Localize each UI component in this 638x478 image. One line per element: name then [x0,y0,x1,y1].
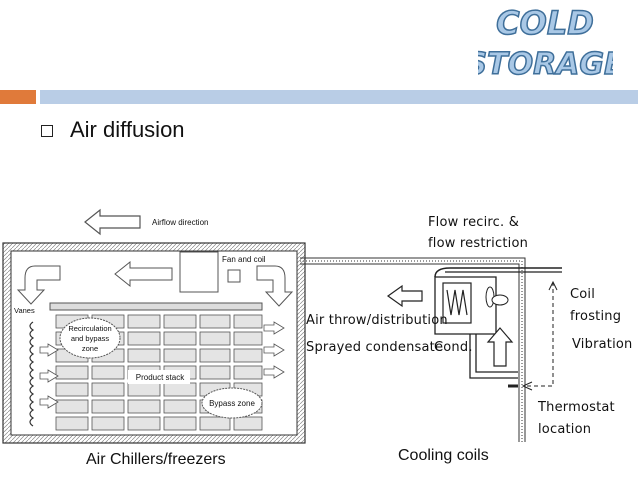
plenum-arrow-icon [114,260,173,288]
recirc-label-1: Recirculation [68,324,111,333]
left-curve-arrow-icon [16,265,61,305]
flow-recirc-label-1: Flow recirc. & [428,215,520,230]
cooling-coil-svg [300,257,562,442]
return-air-arrow-icon [486,327,514,367]
right-curve-arrow-icon [256,265,294,307]
bullet-checkbox-icon [41,125,53,137]
air-chiller-svg: Airflow direction Fan and coil Recircula… [2,208,306,444]
air-throw-label: Air throw/distribution [306,313,448,328]
coil-frosting-label-2: frosting [570,309,622,324]
logo-graphic: COLD STORAGE [465,3,626,83]
cond-label: Cond. [434,340,473,355]
bypass-zone-label: Bypass zone [209,399,255,408]
logo-line2: STORAGE [478,47,613,82]
vanes-label: Vanes [14,306,35,315]
thermostat-label-1: Thermostat [538,400,615,415]
airflow-arrow-icon [84,208,141,236]
coil-frosting-label-1: Coil [570,287,596,302]
header-accent-orange [0,90,36,104]
air-throw-arrow-icon [386,284,423,308]
fan-and-coil-label: Fan and coil [222,255,266,264]
flow-recirc-label-2: flow restriction [428,236,529,251]
side-arrows-icon [39,321,285,409]
thermostat-label-2: location [538,422,592,437]
airflow-direction-label: Airflow direction [152,218,208,227]
caption-left: Air Chillers/freezers [86,451,226,468]
vibration-label: Vibration [572,337,633,352]
cooling-coil-diagram [300,210,638,445]
logo-line1: COLD [496,4,594,42]
vanes-icon [29,321,35,427]
sprayed-condensate-label: Sprayed condensate [306,340,444,355]
cold-storage-logo: COLD STORAGE [465,0,626,84]
recirc-label-3: zone [82,344,98,353]
caption-right: Cooling coils [398,447,489,464]
air-chiller-diagram: Airflow direction Fan and coil Recircula… [0,200,310,445]
header-accent-blue [40,90,638,104]
product-stack-label: Product stack [136,373,185,382]
recirc-label-2: and bypass [71,334,110,343]
bullet-text: Air diffusion [70,117,185,142]
